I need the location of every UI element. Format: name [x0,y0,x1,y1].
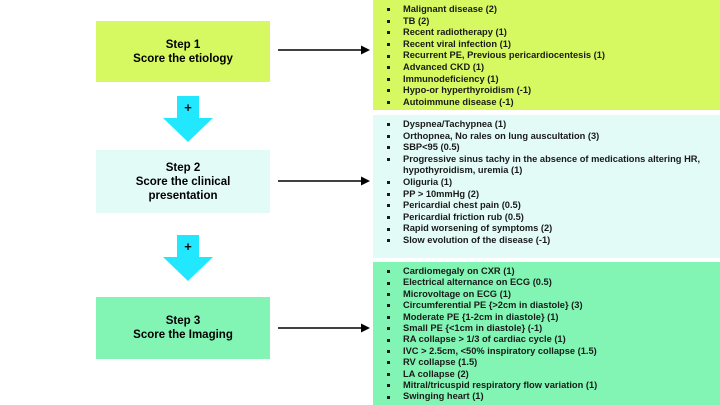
clinical-presentation-criteria-list: Dyspnea/Tachypnea (1)Orthopnea, No rales… [373,119,720,247]
criteria-list-item: Malignant disease (2) [373,4,720,16]
step-box-2-text: Step 2 Score the clinical presentation [136,161,231,203]
criteria-list-item: Hypo-or hyperthyroidism (-1) [373,85,720,97]
criteria-list-item: Slow evolution of the disease (-1) [373,235,720,247]
criteria-list-item: Mitral/tricuspid respiratory flow variat… [373,380,720,391]
criteria-list-item: Rapid worsening of symptoms (2) [373,223,720,235]
step-box-1-text: Step 1 Score the etiology [133,38,233,66]
step-box-score-etiology: Step 1 Score the etiology [96,21,270,82]
criteria-list-item: Moderate PE {1-2cm in diastole} (1) [373,312,720,323]
connector-arrow-icon-step2-to-clinical [278,175,370,187]
criteria-list-item: Microvoltage on ECG (1) [373,289,720,300]
plus-down-arrow-icon-1: + [160,96,216,143]
criteria-list-item: Recent viral infection (1) [373,39,720,51]
criteria-list-item: PP > 10mmHg (2) [373,189,720,201]
plus-down-arrow-icon-2: + [160,235,216,282]
step-box-3-text: Step 3 Score the Imaging [133,314,233,342]
criteria-list-item: Dyspnea/Tachypnea (1) [373,119,720,131]
criteria-list-item: Oliguria (1) [373,177,720,189]
connector-arrow-icon-step3-to-imaging [278,322,370,334]
imaging-criteria-panel: Cardiomegaly on CXR (1)Electrical altern… [373,262,720,405]
criteria-list-item: SBP<95 (0.5) [373,142,720,154]
step-3-subtitle: Score the Imaging [133,329,233,341]
criteria-list-item: Autoimmune disease (-1) [373,97,720,109]
etiology-criteria-list: Malignant disease (2)TB (2)Recent radiot… [373,4,720,108]
criteria-list-item: Pericardial chest pain (0.5) [373,200,720,212]
step-3-title: Step 3 [165,315,201,327]
step-2-subtitle-line2: presentation [148,189,218,202]
criteria-list-item: TB (2) [373,16,720,28]
criteria-list-item: Orthopnea, No rales on lung auscultation… [373,131,720,143]
criteria-list-item: Circumferential PE {>2cm in diastole} (3… [373,300,720,311]
criteria-list-item: Pericardial friction rub (0.5) [373,212,720,224]
step-1-subtitle: Score the etiology [133,52,233,65]
criteria-list-item: Immunodeficiency (1) [373,74,720,86]
criteria-list-item: Recurrent PE, Previous pericardiocentesi… [373,50,720,62]
criteria-list-item: Advanced CKD (1) [373,62,720,74]
criteria-list-item: IVC > 2.5cm, <50% inspiratory collapse (… [373,346,720,357]
criteria-list-item: Small PE {<1cm in diastole} (-1) [373,323,720,334]
imaging-criteria-list: Cardiomegaly on CXR (1)Electrical altern… [373,266,720,403]
criteria-list-item: Swinging heart (1) [373,391,720,402]
etiology-criteria-panel: Malignant disease (2)TB (2)Recent radiot… [373,0,720,110]
step-box-score-imaging: Step 3 Score the Imaging [96,297,270,359]
criteria-list-item: Progressive sinus tachy in the absence o… [373,154,720,177]
connector-arrow-icon-step1-to-etiology [278,44,370,56]
step-1-title: Step 1 [165,38,201,51]
criteria-list-item: LA collapse (2) [373,369,720,380]
plus-arrow-2-label: + [184,239,192,254]
criteria-list-item: RA collapse > 1/3 of cardiac cycle (1) [373,334,720,345]
step-2-title: Step 2 [165,161,201,174]
criteria-list-item: RV collapse (1.5) [373,357,720,368]
criteria-list-item: Recent radiotherapy (1) [373,27,720,39]
step-box-score-clinical-presentation: Step 2 Score the clinical presentation [96,150,270,213]
plus-arrow-1-label: + [184,100,192,115]
criteria-list-item: Electrical alternance on ECG (0.5) [373,277,720,288]
criteria-list-item: Cardiomegaly on CXR (1) [373,266,720,277]
clinical-presentation-criteria-panel: Dyspnea/Tachypnea (1)Orthopnea, No rales… [373,115,720,258]
step-2-subtitle-line1: Score the clinical [135,175,231,188]
